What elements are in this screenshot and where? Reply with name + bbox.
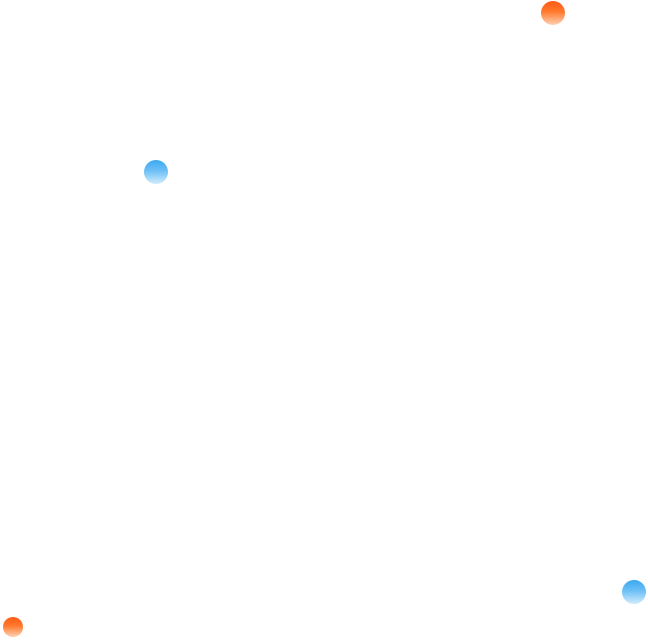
orange-dot xyxy=(541,1,565,25)
orange-dot xyxy=(3,617,23,637)
blue-dot xyxy=(622,580,646,604)
blue-dot xyxy=(144,160,168,184)
